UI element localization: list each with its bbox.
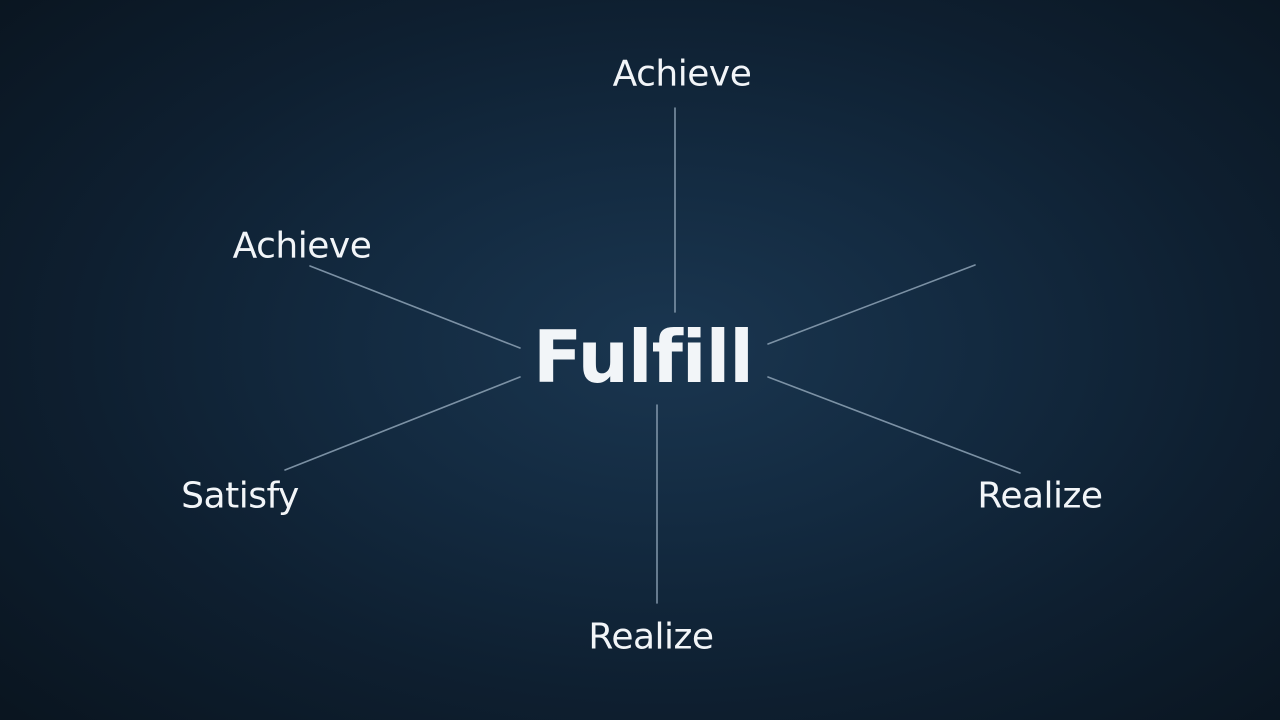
connector-line-lower-right bbox=[767, 376, 1021, 474]
connector-line-upper-right bbox=[767, 264, 976, 345]
node-achieve-top: Achieve bbox=[612, 53, 752, 95]
node-realize-bottom: Realize bbox=[588, 616, 714, 658]
connector-line-lower-left bbox=[284, 376, 521, 471]
node-achieve-left: Achieve bbox=[232, 225, 372, 267]
node-realize-right: Realize bbox=[977, 475, 1103, 517]
node-satisfy: Satisfy bbox=[181, 475, 299, 517]
center-node-fulfill: Fulfill bbox=[533, 315, 754, 399]
connector-line-upper-left bbox=[309, 265, 521, 349]
